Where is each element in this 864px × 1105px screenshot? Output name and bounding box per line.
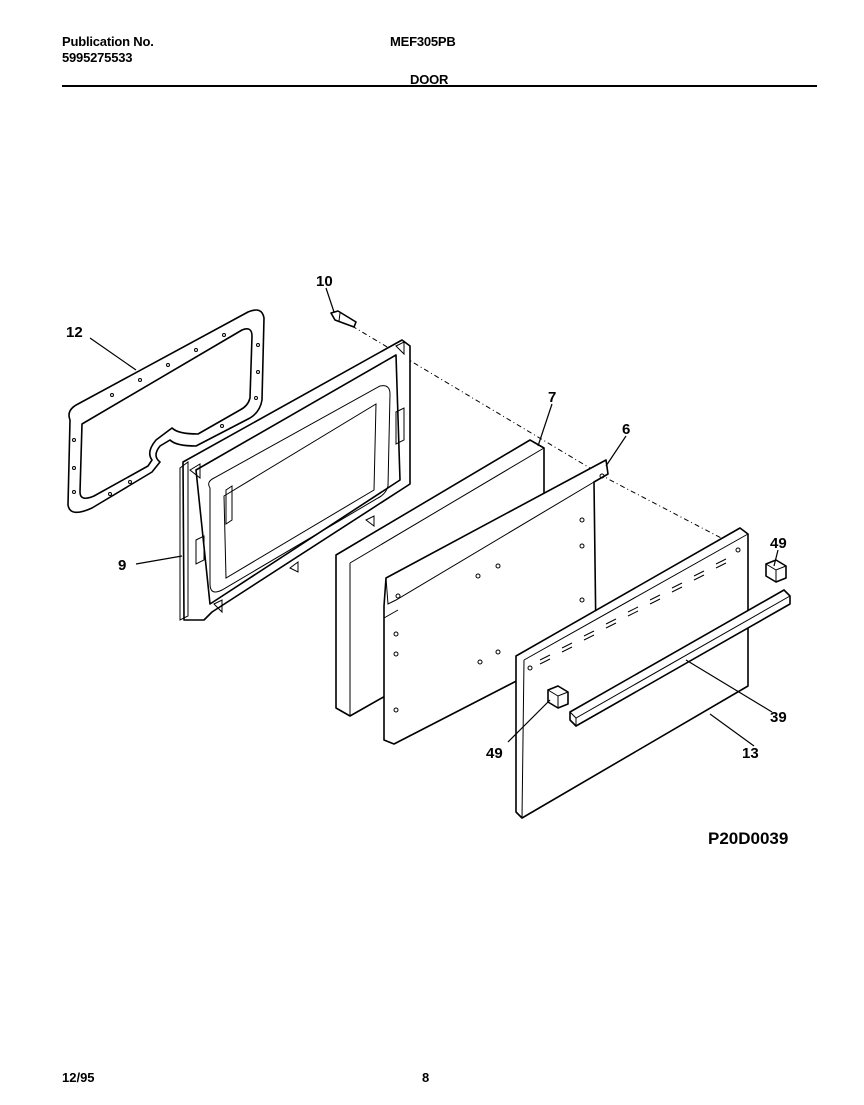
publication-label: Publication No. <box>62 34 154 49</box>
part-49-end-cap-right <box>765 559 787 583</box>
callout-6: 6 <box>622 421 630 438</box>
callout-12: 12 <box>66 324 83 341</box>
callout-13: 13 <box>742 745 759 762</box>
part-12-gasket <box>67 309 265 514</box>
page-number: 8 <box>422 1070 430 1085</box>
part-9-inner-door-frame <box>179 339 411 621</box>
section-title: DOOR <box>410 72 449 87</box>
part-39-door-handle <box>569 589 791 727</box>
header-rule <box>62 85 817 87</box>
callout-7: 7 <box>548 389 556 406</box>
callout-39: 39 <box>770 709 787 726</box>
part-13-outer-door-panel <box>515 527 749 819</box>
part-49-end-cap-left <box>547 685 569 709</box>
part-10-screw <box>330 310 357 328</box>
model-number: MEF305PB <box>390 34 456 49</box>
callout-9: 9 <box>118 557 126 574</box>
assembly-line <box>351 325 726 541</box>
figure-code: P20D0039 <box>708 829 788 848</box>
callout-10: 10 <box>316 273 333 290</box>
publication-number: 5995275533 <box>62 50 133 65</box>
callout-49-right: 49 <box>770 535 787 552</box>
footer-date: 12/95 <box>62 1070 95 1085</box>
leader-lines <box>89 287 779 747</box>
callout-49-left: 49 <box>486 745 503 762</box>
